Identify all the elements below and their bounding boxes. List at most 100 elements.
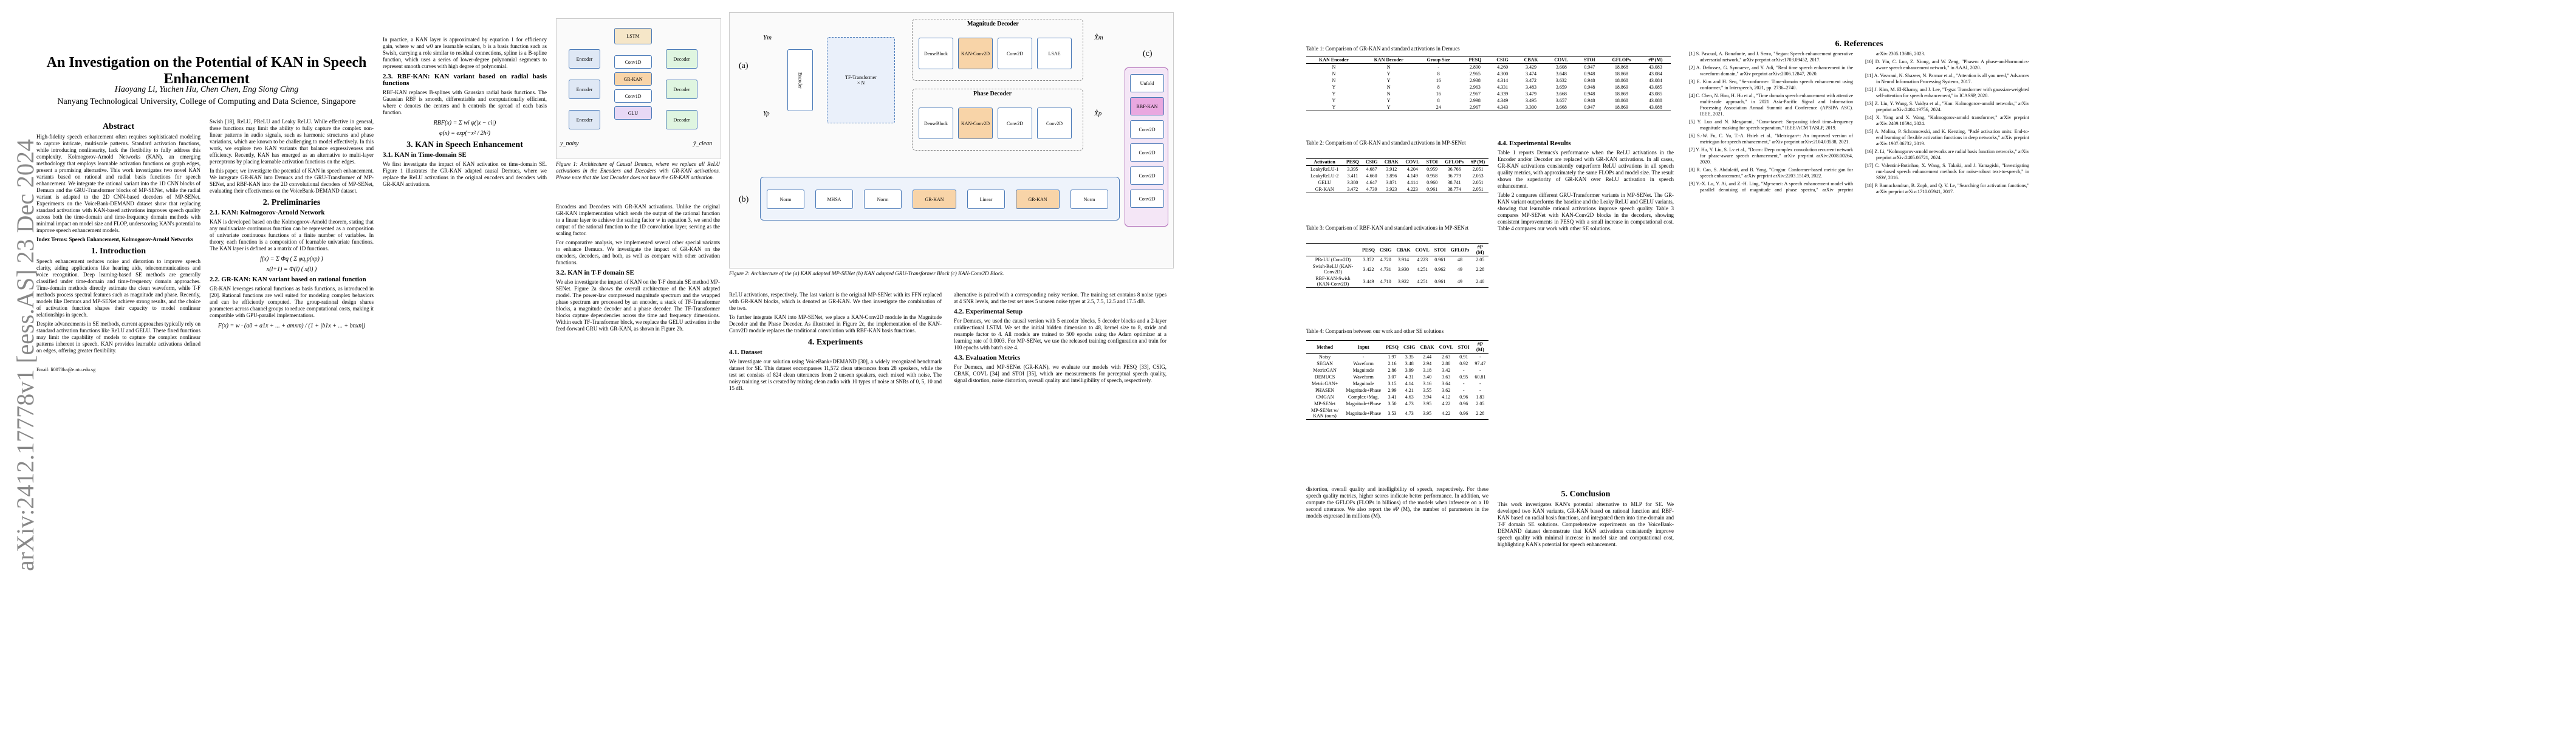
table2-header-4: COVL: [1402, 158, 1423, 166]
fig2-output-phase: X̂p: [1094, 110, 1102, 117]
table-4-caption: Table 4: Comparison between our work and…: [1306, 328, 1444, 334]
table4-cell: 2.05: [1476, 401, 1485, 406]
table4-cell: 0.96: [1455, 407, 1472, 420]
table1-cell: 16: [1436, 78, 1441, 83]
table4-header-0: Method: [1306, 340, 1344, 354]
reference-item: [18] P. Ramachandran, B. Zoph, and Q. V.…: [1865, 183, 2029, 194]
table2-cell: 3.923: [1380, 186, 1402, 193]
table1-cell: 3.648: [1555, 71, 1567, 77]
fig2-tf-transformer-repeat: × N: [857, 80, 865, 86]
arxiv-id-text: arXiv:2412.17778v1 [eess.AS] 23 Dec 2024: [12, 139, 39, 571]
table4-cell: 0.96: [1459, 394, 1468, 400]
table4-cell: 2.44: [1423, 354, 1432, 360]
reference-item: [9] Y.-X. Lu, Y. Ai, and Z.-H. Ling, "Mp…: [1689, 51, 1925, 193]
section-references: 6. References: [1835, 39, 1883, 49]
table1-cell: Y: [1386, 78, 1391, 83]
table4-cell: 3.48: [1405, 361, 1414, 366]
table4-cell: 4.12: [1442, 394, 1451, 400]
column-4-paragraph-1: Encoders and Decoders with GR-KAN activa…: [556, 204, 720, 236]
table4-cell: Waveform: [1353, 361, 1374, 366]
fig2-tf-transformer-label: TF-Transformer: [845, 75, 877, 80]
fig1-decoder-block-1: Decoder: [666, 49, 697, 69]
fig1-inner-conv1d-2: Conv1D: [614, 89, 652, 103]
table2-cell: 3.871: [1386, 180, 1397, 185]
table1-header-4: CSIG: [1489, 56, 1516, 64]
table4-cell: CMGAN: [1315, 394, 1334, 400]
table4-cell: 4.73: [1405, 401, 1414, 406]
section-kan-se: 3. KAN in Speech Enhancement: [406, 140, 523, 149]
table1-cell: Y: [1332, 91, 1336, 97]
page-1: arXiv:2412.17778v1 [eess.AS] 23 Dec 2024…: [12, 12, 1174, 717]
table1-cell: Y: [1386, 98, 1391, 103]
subsection-grkan: 2.2. GR-KAN: KAN variant based on ration…: [210, 276, 366, 283]
table2-cell: 4.739: [1362, 186, 1381, 193]
fig2-mag-lsae: LSAE: [1037, 38, 1072, 69]
table1-cell: Y: [1332, 98, 1336, 103]
fig1-inner-conv1d: Conv1D: [614, 55, 652, 69]
table4-cell: 0.91: [1459, 354, 1468, 360]
column-3: In practice, a KAN layer is approximated…: [383, 36, 547, 717]
table1-cell: 43.088: [1648, 98, 1662, 103]
references-list: 6. References [1] S. Pascual, A. Bonafon…: [1689, 36, 2029, 717]
fig1-output-label: ŷ_clean: [693, 140, 713, 147]
figure-1-demucs: y_noisy ŷ_clean Encoder Encoder Encoder …: [556, 18, 721, 159]
table3-cell: 4.223: [1417, 257, 1428, 262]
fig2-label-b: (b): [739, 195, 749, 204]
table4-header-4: CBAK: [1417, 340, 1437, 354]
table1-cell: 43.085: [1648, 84, 1662, 90]
table1-cell: 4.314: [1497, 78, 1509, 83]
table-3-caption: Table 3: Comparison of RBF-KAN and stand…: [1306, 225, 1469, 231]
table4-cell: PHASEN: [1315, 388, 1335, 393]
table1-cell: 18.868: [1614, 64, 1628, 70]
table1-cell: 4.260: [1497, 64, 1509, 70]
table1-header-1: KAN Decoder: [1361, 56, 1416, 64]
table3-cell: Swish-ReLU (KAN-Conv2D): [1312, 264, 1354, 275]
table4-cell: 4.73: [1400, 407, 1418, 420]
table2-cell: 0.960: [1427, 180, 1438, 185]
table1-cell: Y: [1361, 104, 1416, 111]
table2-cell: 3.472: [1343, 186, 1363, 193]
metrics-text: For Demucs, and MP-SENet (GR-KAN), we ev…: [954, 364, 1166, 383]
fig2-input-mag: Ym: [763, 34, 772, 41]
table1-header-5: CBAK: [1516, 56, 1546, 64]
table3-header-7: #P (M): [1471, 243, 1488, 256]
fig1-encoder-block-3: Encoder: [569, 49, 600, 69]
table1-cell: 2.890: [1469, 64, 1481, 70]
table3-cell: 3.422: [1363, 266, 1374, 272]
table4-cell: 4.22: [1436, 407, 1456, 420]
table2-cell: 2.051: [1467, 186, 1488, 193]
table1-cell: 3.479: [1526, 91, 1537, 97]
table1-cell: 3.474: [1526, 71, 1537, 77]
subsection-tf-domain: 3.2. KAN in T-F domain SE: [556, 269, 634, 276]
fig2-grt-linear: Linear: [967, 190, 1005, 209]
table1-cell: N: [1332, 71, 1336, 77]
table1-cell: 16: [1436, 91, 1441, 97]
results-paragraph-1: Table 1 reports Demucs's performance whe…: [1498, 149, 1674, 189]
fig2-phase-denseblock: DenseBlock: [919, 108, 953, 139]
table2-cell: 0.959: [1427, 166, 1438, 172]
fig2-grt-grkan-2: GR-KAN: [1016, 190, 1060, 209]
table1-cell: 0.948: [1584, 71, 1595, 77]
reference-item: [10] D. Yin, C. Luo, Z. Xiong, and W. Ze…: [1865, 59, 2029, 70]
fig2-phase-decoder: Phase Decoder DenseBlock KAN-Conv2D Conv…: [912, 89, 1083, 151]
column-2-paragraph-1: Swish [18], ReLU, PReLU and Leaky ReLU. …: [210, 118, 374, 165]
author-email: Email: li0078ha@e.ntu.edu.sg: [36, 367, 96, 372]
fig1-encoder-block-2: Encoder: [569, 80, 600, 99]
abstract-text: High-fidelity speech enhancement often r…: [36, 134, 200, 233]
table3-header-1: PESQ: [1360, 243, 1377, 256]
column-3-paragraph: In practice, a KAN layer is approximated…: [383, 36, 547, 69]
table3-cell: 3.372: [1363, 257, 1374, 262]
fig2-kanconv-conv2d-2: Conv2D: [1130, 143, 1164, 162]
table2-cell: 2.051: [1472, 166, 1484, 172]
reference-item: [5] Y. Luo and N. Mesgarani, "Conv-tasne…: [1689, 119, 1853, 131]
